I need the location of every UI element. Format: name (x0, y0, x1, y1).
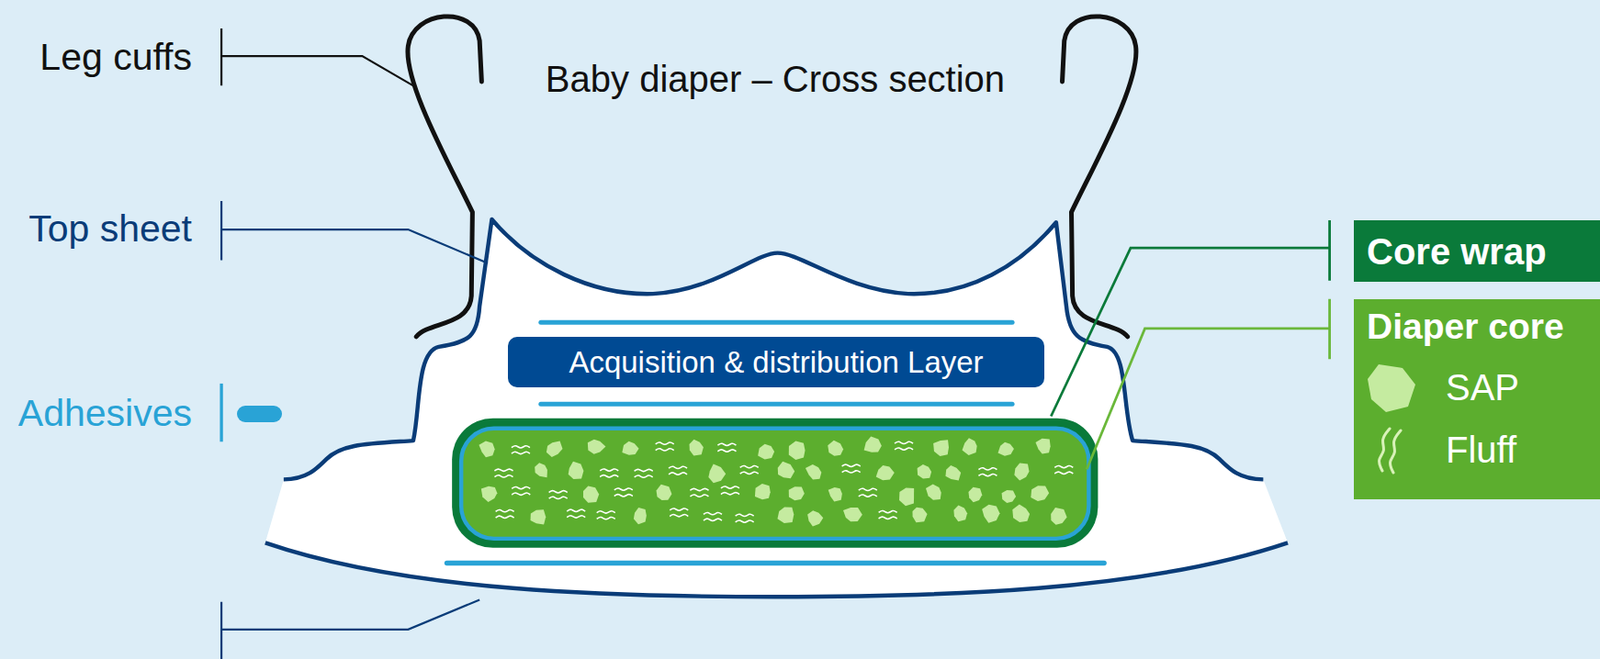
leader-line (221, 201, 488, 264)
part-label: Leg cuffs (39, 35, 192, 79)
core-inner-adhesive (461, 428, 1089, 540)
back-sheet-outline (265, 542, 1288, 598)
layer-box: Acquisition & distribution Layer (507, 337, 1045, 388)
legend-text: SAP (1445, 366, 1520, 409)
sap-icon (1365, 360, 1418, 415)
leader-line (1050, 220, 1330, 417)
legend-item: Fluff (1365, 423, 1517, 477)
core-wrap-panel: Core wrap (1353, 220, 1600, 282)
leg-cuff (407, 16, 482, 338)
legend-item: SAP (1365, 360, 1520, 415)
part-label: Top sheet (28, 207, 192, 251)
diaper-body (265, 219, 1288, 598)
adhesive-line (540, 320, 1013, 326)
leg-cuff (1062, 16, 1137, 338)
leader-line (221, 600, 480, 659)
color-swatch (236, 405, 282, 423)
legend-text: Fluff (1445, 428, 1517, 472)
legend-item: Adhesives (18, 392, 282, 436)
adhesive-line (540, 402, 1013, 407)
diagram-title: Baby diaper – Cross section (545, 57, 1005, 101)
node-text: Acquisition & distribution Layer (518, 345, 1034, 381)
node-text: Core wrap (1366, 230, 1588, 273)
core-texture (478, 436, 1073, 527)
fluff-icon (1365, 423, 1418, 477)
adhesive-line (447, 561, 1105, 567)
leader-line (1086, 299, 1330, 471)
leader-line (219, 383, 223, 442)
core-wrap (451, 418, 1098, 549)
leader-line (221, 28, 414, 86)
node-text: Diaper core (1366, 306, 1588, 349)
legend-text: Adhesives (18, 392, 192, 436)
